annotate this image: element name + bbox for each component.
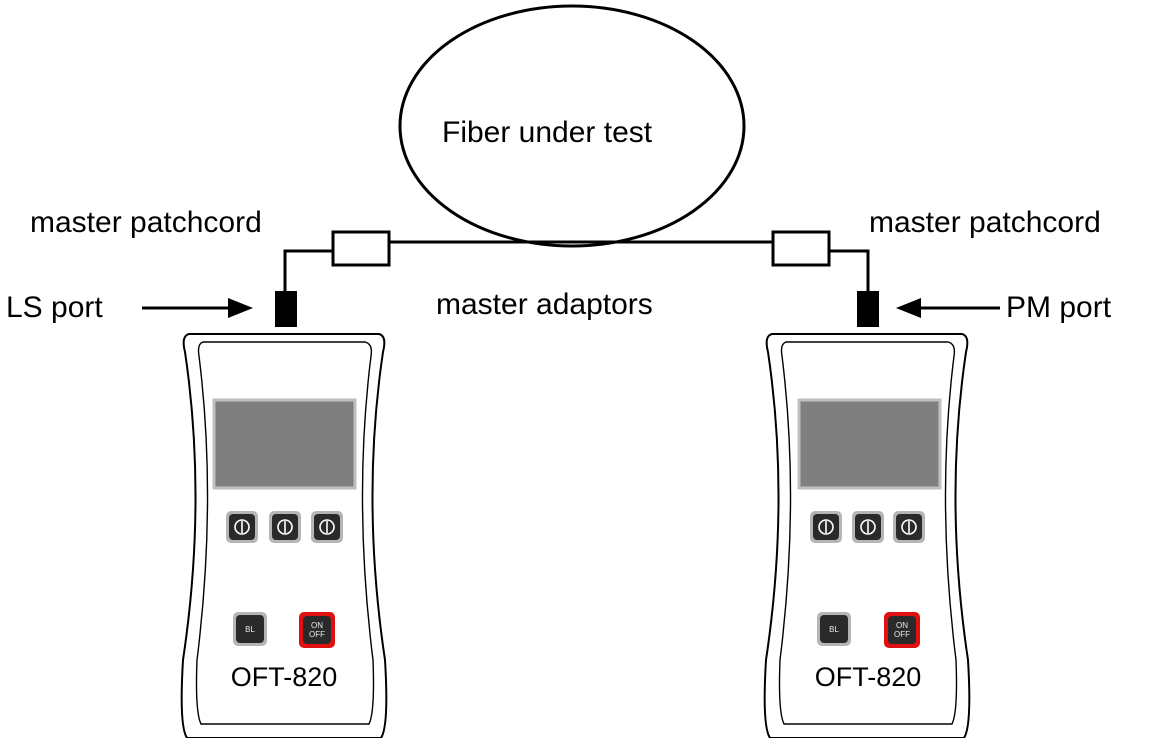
function-button-3[interactable] bbox=[893, 511, 925, 543]
right-pm-port-connector bbox=[857, 291, 879, 327]
power-button-on-label: ON bbox=[896, 621, 908, 630]
power-button-on-label: ON bbox=[311, 621, 323, 630]
power-button-off-label: OFF bbox=[894, 630, 910, 639]
fiber-under-test-label: Fiber under test bbox=[442, 116, 653, 149]
left-patchcord-label: master patchcord bbox=[30, 206, 262, 239]
display-screen bbox=[797, 398, 942, 490]
left-ls-port-connector bbox=[275, 291, 297, 327]
pm-port-label: PM port bbox=[1006, 291, 1112, 324]
pm-port-arrow-head bbox=[896, 298, 921, 318]
display-screen bbox=[212, 398, 357, 490]
function-button-2[interactable] bbox=[852, 511, 884, 543]
power-button[interactable]: ON OFF bbox=[884, 612, 920, 648]
power-button[interactable]: ON OFF bbox=[299, 612, 335, 648]
right-patchcord-label: master patchcord bbox=[869, 206, 1101, 239]
right-device: BL ON OFF OFT-820 bbox=[763, 333, 971, 739]
fiber-loop bbox=[398, 4, 746, 248]
backlight-button[interactable]: BL bbox=[817, 612, 851, 646]
ls-port-arrow-head bbox=[228, 298, 253, 318]
left-patchcord-cable bbox=[283, 249, 333, 293]
device-inner-outline bbox=[195, 341, 375, 725]
master-adaptors-label: master adaptors bbox=[436, 288, 653, 321]
device-model-label: OFT-820 bbox=[231, 662, 338, 692]
backlight-button[interactable]: BL bbox=[233, 612, 267, 646]
left-device: BL ON OFF OFT-820 bbox=[180, 333, 388, 739]
device-inner-outline bbox=[778, 341, 958, 725]
backlight-button-label: BL bbox=[829, 625, 839, 634]
right-master-adaptor bbox=[771, 230, 831, 267]
right-patchcord-cable bbox=[829, 249, 870, 293]
ls-port-label: LS port bbox=[6, 291, 103, 324]
function-button-1[interactable] bbox=[226, 511, 258, 543]
backlight-button-label: BL bbox=[245, 625, 255, 634]
function-button-2[interactable] bbox=[269, 511, 301, 543]
device-model-label: OFT-820 bbox=[815, 662, 922, 692]
power-button-off-label: OFF bbox=[309, 630, 325, 639]
left-master-adaptor bbox=[331, 230, 391, 267]
function-button-3[interactable] bbox=[311, 511, 343, 543]
function-button-1[interactable] bbox=[810, 511, 842, 543]
